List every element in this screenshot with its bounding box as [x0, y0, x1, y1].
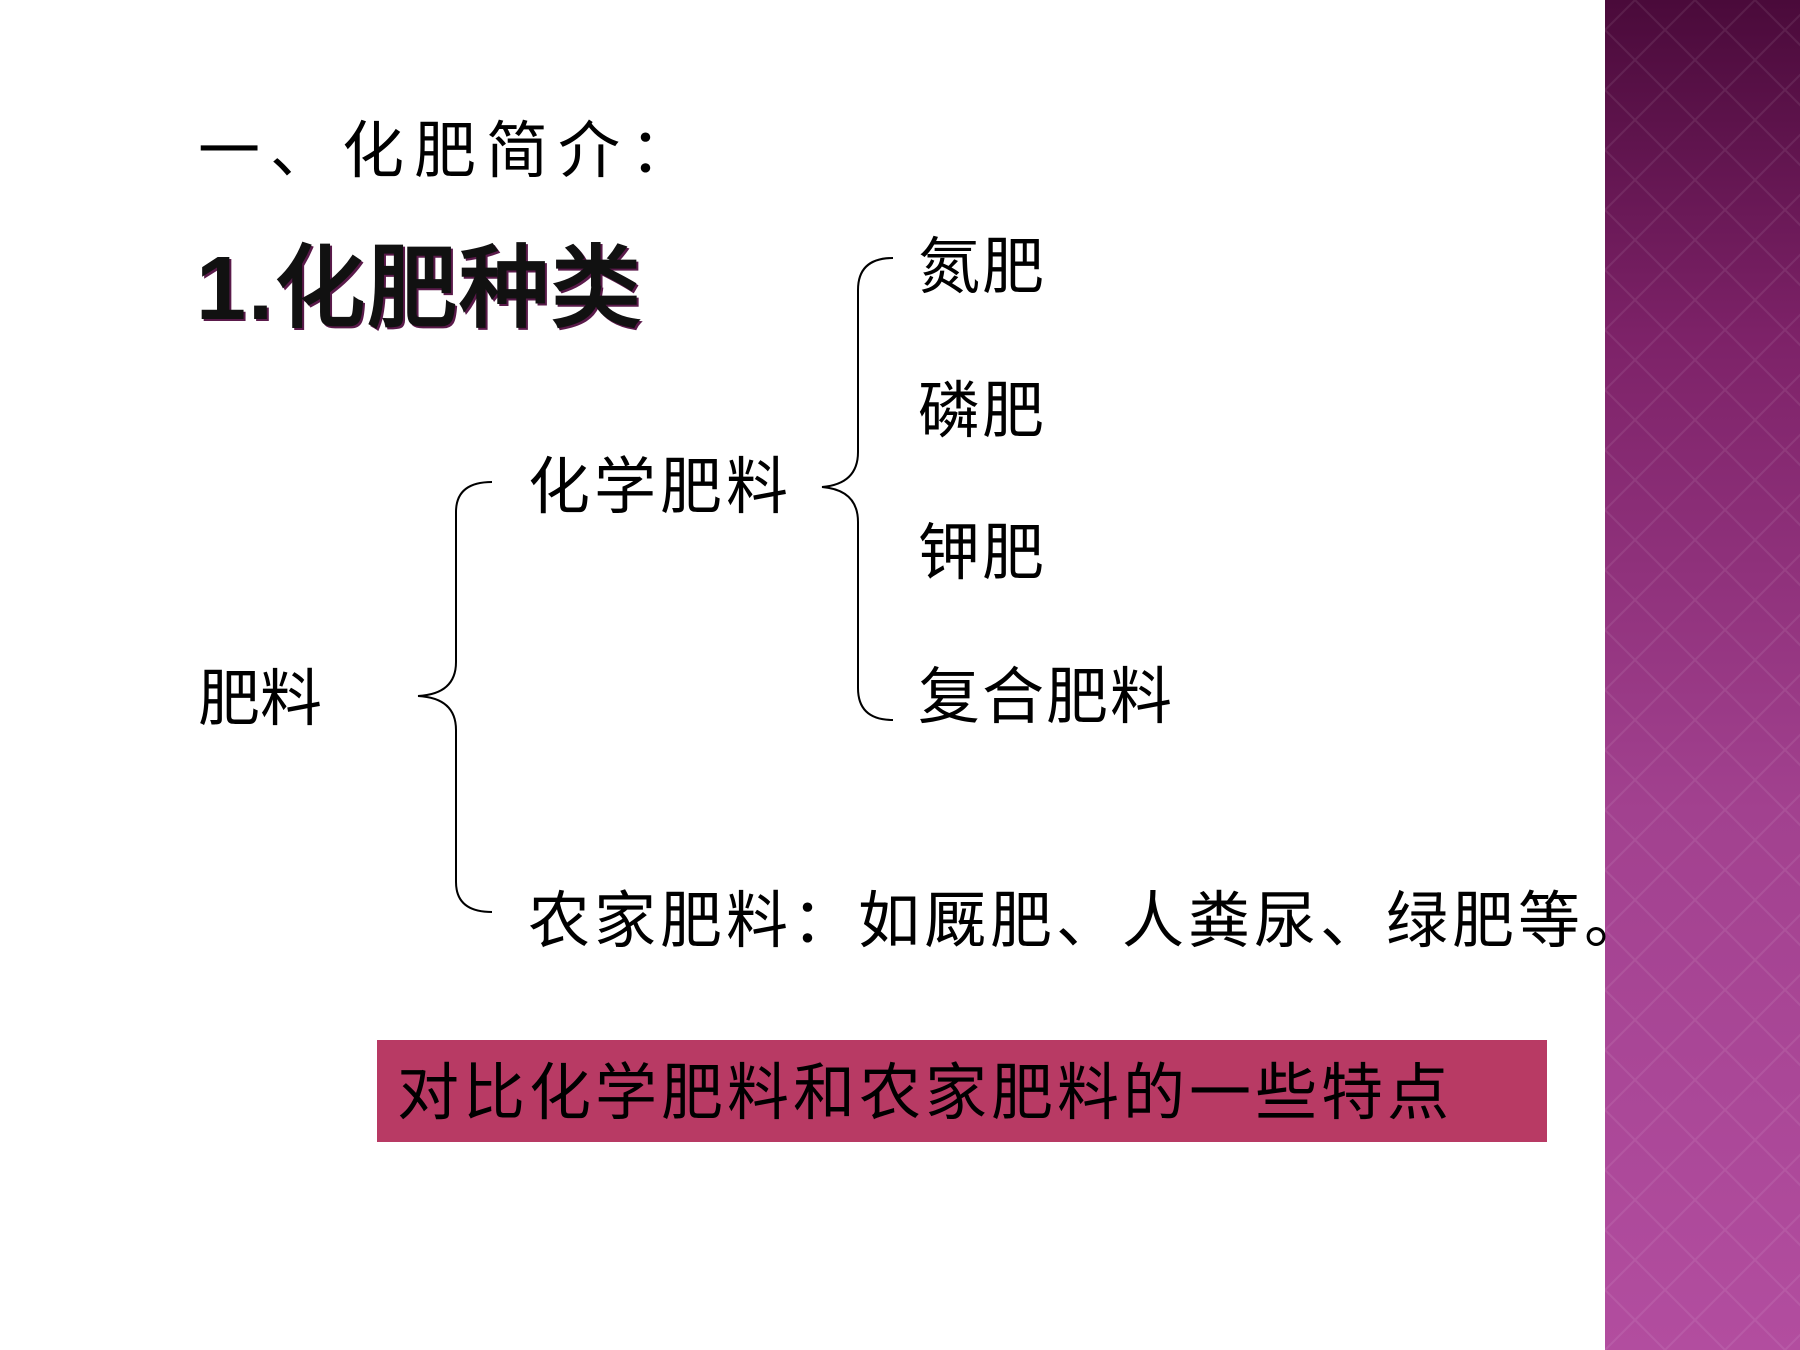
leaf-potash-fertilizer: 钾肥 — [918, 516, 1047, 589]
root-node-fertilizer: 肥料 — [198, 662, 323, 735]
root-brace — [417, 481, 493, 913]
decorative-sidebar — [1605, 0, 1800, 1350]
chemical-brace — [821, 257, 894, 721]
leaf-compound-fertilizer: 复合肥料 — [918, 660, 1175, 733]
node-farm-fertilizer: 农家肥料：如厩肥、人粪尿、绿肥等。 — [528, 884, 1651, 957]
leaf-phosphate-fertilizer: 磷肥 — [918, 374, 1047, 447]
diamond-pattern — [1605, 0, 1800, 1350]
comparison-callout[interactable]: 对比化学肥料和农家肥料的一些特点 — [377, 1040, 1547, 1142]
comparison-callout-text: 对比化学肥料和农家肥料的一些特点 — [397, 1056, 1454, 1129]
section-heading: 一、化肥简介： — [198, 114, 703, 187]
leaf-nitrogen-fertilizer: 氮肥 — [918, 230, 1047, 303]
node-chemical-fertilizer: 化学肥料 — [528, 450, 793, 523]
page-title: 1.化肥种类 — [196, 239, 644, 339]
